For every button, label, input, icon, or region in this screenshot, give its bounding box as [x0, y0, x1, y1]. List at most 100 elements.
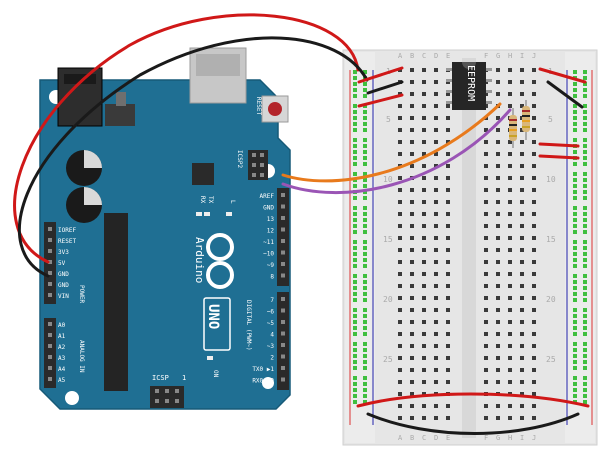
rail-hole: [353, 252, 357, 256]
breadboard-hole: [484, 404, 488, 408]
rail-hole: [353, 70, 357, 74]
breadboard-hole: [410, 356, 414, 360]
digital-pin-label: ~11: [263, 239, 274, 246]
breadboard-hole: [532, 392, 536, 396]
breadboard-hole: [434, 296, 438, 300]
rail-hole: [363, 150, 367, 154]
rail-hole: [583, 196, 587, 200]
rail-hole: [573, 326, 577, 330]
breadboard-hole: [434, 404, 438, 408]
rail-hole: [573, 348, 577, 352]
rail-hole: [353, 218, 357, 222]
row-number-20-right: 20: [546, 295, 556, 304]
rail-hole: [363, 190, 367, 194]
header-pin: [281, 227, 285, 232]
breadboard-hole: [398, 140, 402, 144]
breadboard-hole: [508, 224, 512, 228]
icsp-pin1-label: 1: [182, 374, 186, 382]
breadboard-hole: [446, 260, 450, 264]
row-number-20: 20: [383, 295, 393, 304]
digital-pin-label: 12: [267, 228, 275, 235]
breadboard-hole: [520, 260, 524, 264]
rail-hole: [363, 240, 367, 244]
atmega-chip: [104, 213, 128, 391]
breadboard-hole: [508, 272, 512, 276]
breadboard-hole: [520, 368, 524, 372]
rail-hole: [363, 332, 367, 336]
jumper-red: [538, 67, 587, 84]
rail-hole: [363, 292, 367, 296]
breadboard-hole: [520, 200, 524, 204]
digital-header-bottom: [277, 292, 289, 390]
breadboard-hole: [422, 284, 426, 288]
row-number-10-right: 10: [546, 175, 556, 184]
breadboard-hole: [422, 224, 426, 228]
reset-button[interactable]: [261, 95, 289, 123]
rail-hole: [583, 212, 587, 216]
breadboard-hole: [446, 248, 450, 252]
breadboard-hole: [496, 152, 500, 156]
breadboard-hole: [398, 188, 402, 192]
breadboard-hole: [410, 140, 414, 144]
breadboard-hole: [532, 128, 536, 132]
breadboard-hole: [508, 104, 512, 108]
breadboard-hole: [398, 200, 402, 204]
breadboard-hole: [484, 188, 488, 192]
rail-hole: [363, 128, 367, 132]
breadboard-hole: [446, 416, 450, 420]
rail-hole: [363, 274, 367, 278]
rail-hole: [583, 116, 587, 120]
breadboard-hole: [434, 248, 438, 252]
breadboard-hole: [410, 188, 414, 192]
breadboard-hole: [422, 140, 426, 144]
capacitor: [66, 150, 102, 186]
rail-hole: [573, 388, 577, 392]
breadboard-hole: [496, 116, 500, 120]
breadboard-hole: [434, 200, 438, 204]
breadboard-hole: [410, 380, 414, 384]
rail-hole: [583, 342, 587, 346]
breadboard-hole: [410, 332, 414, 336]
breadboard-hole: [434, 260, 438, 264]
uno-badge: UNO: [203, 297, 231, 351]
breadboard-hole: [496, 200, 500, 204]
rail-hole: [353, 150, 357, 154]
rail-hole: [363, 70, 367, 74]
header-pin: [48, 344, 52, 348]
rail-hole: [353, 128, 357, 132]
power-pin-label: 5V: [58, 260, 66, 267]
breadboard-hole: [446, 224, 450, 228]
rail-hole: [363, 206, 367, 210]
breadboard-hole: [410, 392, 414, 396]
rail-hole: [353, 274, 357, 278]
rail-hole: [363, 400, 367, 404]
rail-hole: [353, 264, 357, 268]
rail-hole: [363, 138, 367, 142]
breadboard-hole: [422, 380, 426, 384]
rail-hole: [363, 156, 367, 160]
rail-hole: [573, 196, 577, 200]
rail-hole: [353, 138, 357, 142]
col-letter-j: J: [532, 52, 536, 60]
rail-hole: [353, 104, 357, 108]
rail-hole: [573, 224, 577, 228]
breadboard-hole: [422, 212, 426, 216]
breadboard-hole: [484, 260, 488, 264]
rail-hole: [583, 252, 587, 256]
rail-hole: [363, 360, 367, 364]
breadboard-hole: [520, 332, 524, 336]
breadboard-hole: [496, 344, 500, 348]
breadboard-hole: [508, 344, 512, 348]
breadboard-hole: [532, 164, 536, 168]
breadboard-hole: [434, 236, 438, 240]
header-pin: [48, 293, 52, 297]
rail-hole: [583, 360, 587, 364]
rail-hole: [353, 156, 357, 160]
rail-hole: [353, 246, 357, 250]
rail-hole: [573, 280, 577, 284]
breadboard-hole: [484, 272, 488, 276]
rail-hole: [573, 190, 577, 194]
rail-hole: [353, 382, 357, 386]
rail-hole: [363, 348, 367, 352]
